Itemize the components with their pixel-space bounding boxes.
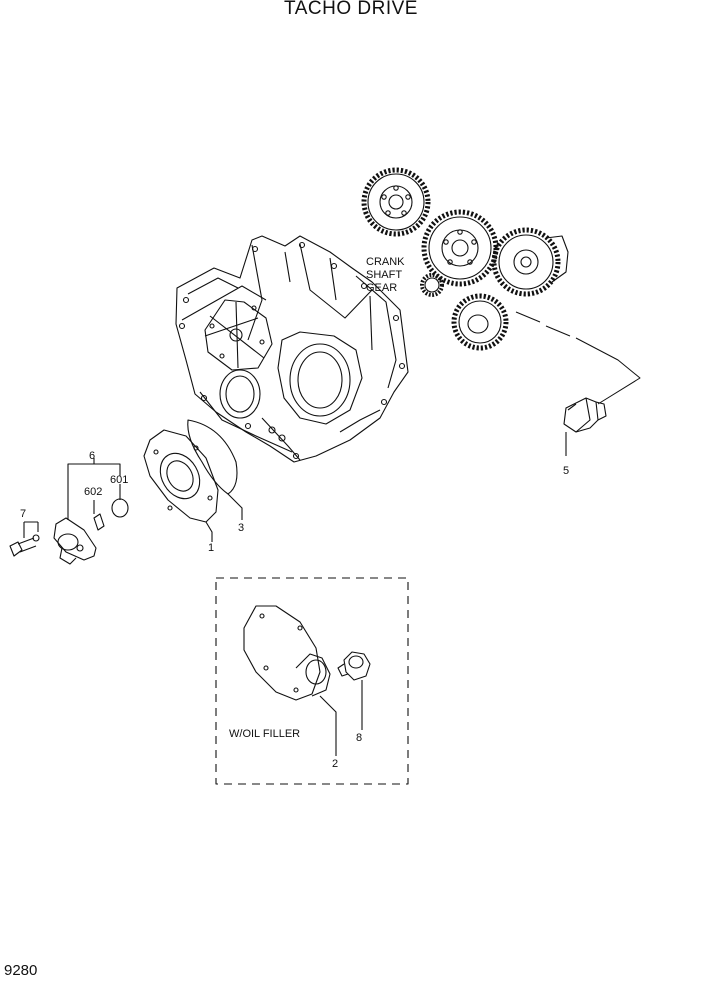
oil-filler-cover-part-2 bbox=[243, 605, 337, 756]
oil-filler-label: W/OIL FILLER bbox=[229, 728, 301, 740]
callout-6: 6 bbox=[89, 450, 96, 462]
filler-cap-part-8 bbox=[337, 651, 371, 730]
tacho-drive-housing bbox=[53, 517, 97, 565]
o-ring-part-601 bbox=[111, 498, 129, 518]
cover-plate-part-1 bbox=[143, 429, 219, 542]
callout-602: 602 bbox=[84, 486, 103, 498]
gasket-part-3 bbox=[187, 419, 243, 520]
gear-train bbox=[361, 167, 569, 351]
callout-3: 3 bbox=[238, 522, 245, 534]
tacho-sender-part-5 bbox=[563, 397, 607, 456]
page-number: 9280 bbox=[4, 962, 38, 979]
callout-601: 601 bbox=[110, 474, 129, 486]
crank-label-line-2: SHAFT bbox=[366, 269, 403, 281]
callout-8: 8 bbox=[356, 732, 363, 744]
timing-case-housing bbox=[175, 235, 409, 463]
callout-7: 7 bbox=[20, 508, 27, 520]
bolts-part-7 bbox=[9, 521, 40, 557]
crank-shaft-gear-label: CRANK SHAFT GEAR bbox=[366, 256, 405, 295]
page-title: TACHO DRIVE bbox=[284, 0, 418, 19]
callout-5: 5 bbox=[563, 465, 570, 477]
oil-filler-variant-box bbox=[215, 577, 409, 785]
crank-label-line-1: CRANK bbox=[366, 256, 405, 268]
callout-1: 1 bbox=[208, 542, 215, 554]
pin-part-602 bbox=[93, 500, 105, 531]
callout-2: 2 bbox=[332, 758, 339, 770]
crank-label-line-3: GEAR bbox=[366, 282, 398, 294]
